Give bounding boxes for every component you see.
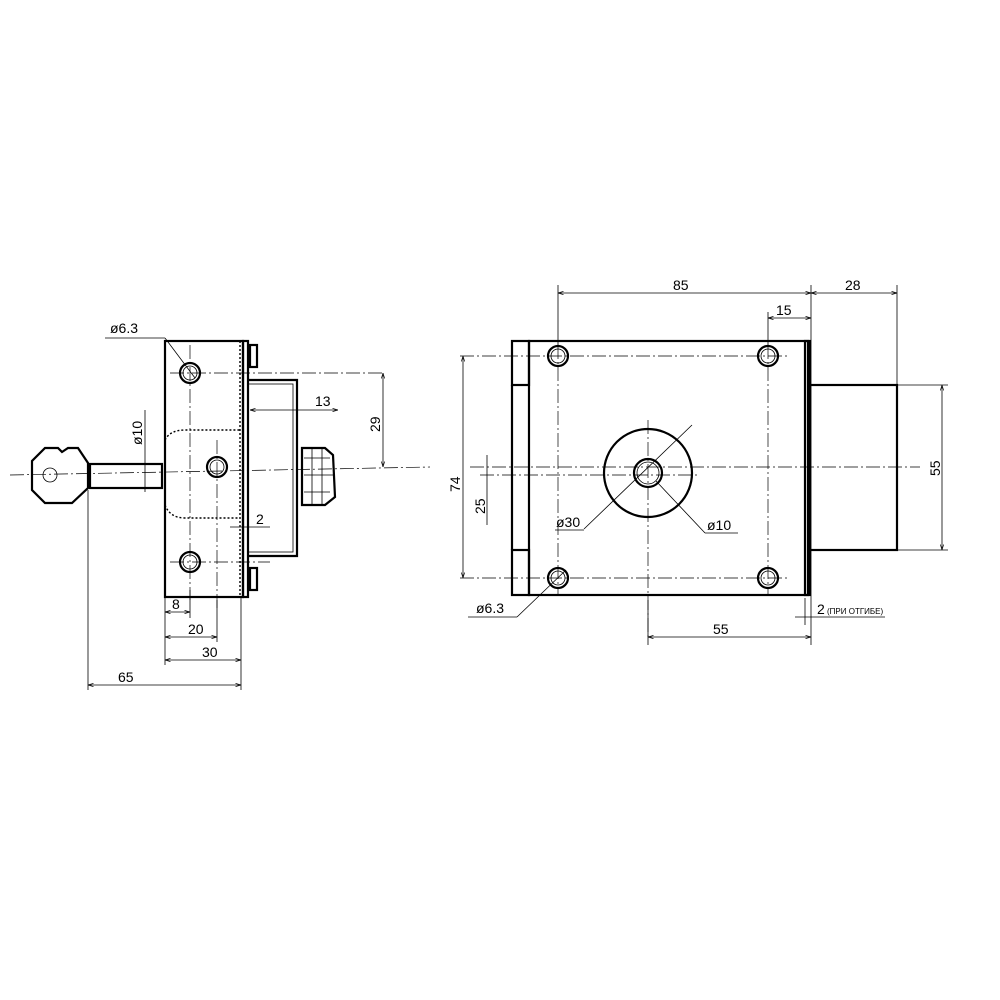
dim-13-label: 13 — [315, 393, 331, 409]
front-tab-bottom — [510, 548, 531, 597]
side-bracket-inner — [247, 383, 294, 553]
dim-15-label: 15 — [776, 302, 792, 318]
side-centerline — [9, 466, 431, 476]
cylinder-housing — [808, 383, 899, 552]
key-hole — [42, 467, 58, 483]
dim-85-label: 85 — [673, 277, 689, 293]
dim-8-label: 8 — [172, 596, 180, 612]
dia-30-label: ø30 — [556, 514, 580, 530]
side-view: ø6.3 ø10 13 29 2 8 20 30 65 — [9, 320, 431, 690]
leader — [164, 337, 196, 379]
front-tab-top — [510, 339, 531, 387]
dim-74-label: 74 — [447, 476, 463, 492]
keyway-inner — [636, 461, 660, 485]
mounting-hole-inner — [550, 348, 566, 364]
leader — [655, 480, 706, 534]
keyway-outer — [632, 457, 664, 489]
side-tab-bottom — [248, 566, 259, 592]
dim-25-label: 25 — [472, 498, 488, 514]
mounting-hole — [756, 344, 780, 368]
mounting-hole-inner — [760, 570, 776, 586]
side-tab-top — [248, 343, 259, 369]
knob — [300, 446, 337, 507]
dim-20-label: 20 — [188, 621, 204, 637]
front-plate — [527, 339, 810, 597]
side-holes — [170, 345, 385, 610]
shaft-dia-label: ø10 — [129, 421, 145, 445]
leader — [583, 424, 693, 530]
mounting-hole-inner — [760, 348, 776, 364]
mounting-hole — [756, 566, 780, 590]
knob-knurl — [304, 448, 333, 505]
dim-2-label: 2 — [256, 511, 264, 527]
side-bracket — [248, 378, 299, 558]
cylinder-rosette — [602, 427, 694, 519]
dim-65-label: 65 — [118, 669, 134, 685]
key-shaft — [88, 462, 164, 490]
extension-lines — [87, 490, 242, 690]
dim-28-label: 28 — [845, 277, 861, 293]
key-head — [30, 446, 90, 505]
extension-lines — [557, 285, 948, 645]
dim-55-width-label: 55 — [713, 621, 729, 637]
dia-10-label: ø10 — [707, 517, 731, 533]
bend-note: (ПРИ ОТГИБЕ) — [827, 607, 884, 616]
side-hole-dia-label: ø6.3 — [110, 320, 138, 336]
front-hole-dia-label: ø6.3 — [476, 600, 504, 616]
hidden-cavity — [164, 429, 240, 519]
front-view: 85 28 15 74 25 55 55 ø30 ø10 ø6.3 2 (ПРИ… — [447, 277, 948, 645]
side-body — [163, 339, 245, 599]
mounting-hole — [546, 566, 570, 590]
dim-2-label: 2 — [817, 601, 825, 617]
dim-29-label: 29 — [367, 416, 383, 432]
dim-30-label: 30 — [202, 644, 218, 660]
leader — [516, 569, 567, 618]
front-holes — [546, 344, 780, 590]
dim-55-height-label: 55 — [927, 460, 943, 476]
side-flange — [241, 339, 250, 599]
mounting-hole-inner — [550, 570, 566, 586]
mounting-hole — [546, 344, 570, 368]
